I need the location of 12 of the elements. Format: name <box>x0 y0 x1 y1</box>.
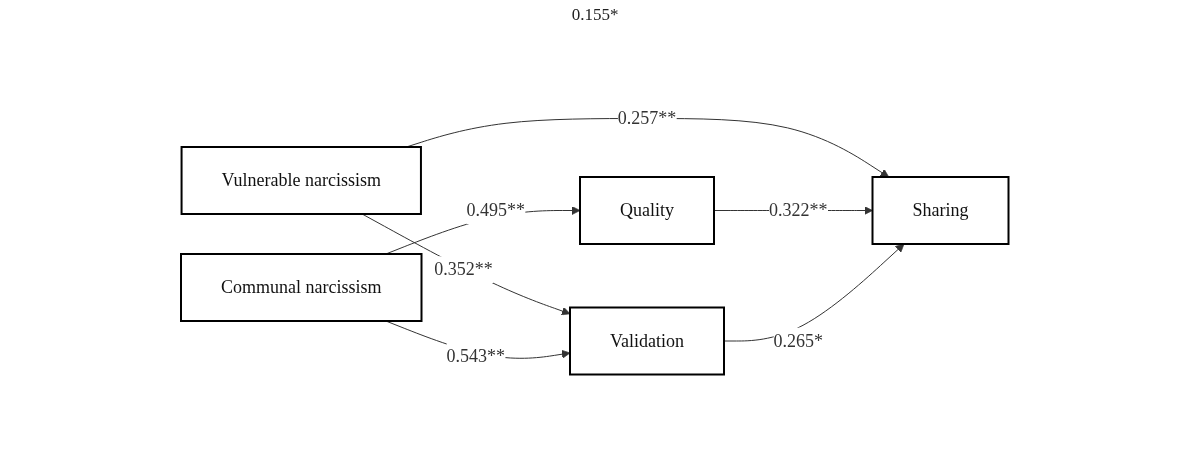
node-box: Vulnerable narcissism <box>180 146 423 216</box>
edge-label: 0.543** <box>446 346 506 367</box>
node-box: Sharing <box>871 176 1010 246</box>
edge-label: 0.322** <box>769 200 828 221</box>
edge-label: 0.352** <box>434 259 493 280</box>
path-coefficient: 0.155* <box>571 5 619 25</box>
edge-label: 0.495** <box>466 200 526 221</box>
edge-label: 0.257** <box>618 108 677 129</box>
edge-label: 0.265* <box>773 330 824 351</box>
node-box: Validation <box>569 306 726 376</box>
node-box: Quality <box>579 176 716 246</box>
node-box: Communal narcissism <box>180 253 423 323</box>
